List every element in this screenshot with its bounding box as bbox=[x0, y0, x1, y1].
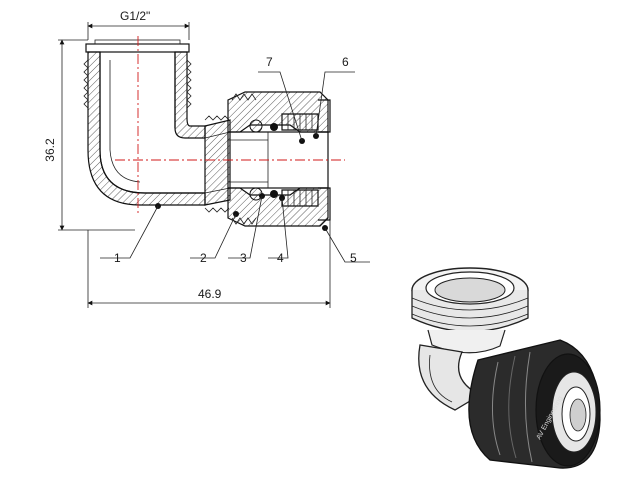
dimension-thread bbox=[87, 22, 190, 40]
dimension-height bbox=[58, 39, 135, 231]
section-view: G1/2" 36.2 46.9 1 2 3 4 5 6 7 bbox=[43, 9, 370, 308]
callout-2: 2 bbox=[200, 251, 207, 265]
horizontal-spigot bbox=[204, 115, 231, 213]
callout-1: 1 bbox=[114, 251, 121, 265]
centerlines bbox=[115, 36, 345, 215]
product-illustration: AV Engineering bbox=[411, 267, 601, 469]
callout-4: 4 bbox=[277, 251, 284, 265]
split-ring bbox=[281, 113, 319, 207]
leader-lines bbox=[100, 71, 370, 263]
callout-7: 7 bbox=[266, 55, 273, 69]
length-dimension-label: 46.9 bbox=[198, 287, 222, 301]
callout-5: 5 bbox=[350, 251, 357, 265]
o-rings bbox=[249, 119, 278, 201]
height-dimension-label: 36.2 bbox=[43, 138, 57, 162]
elbow-body bbox=[83, 39, 206, 206]
thread-label: G1/2" bbox=[120, 9, 150, 23]
callout-6: 6 bbox=[342, 55, 349, 69]
callout-3: 3 bbox=[240, 251, 247, 265]
dimension-length bbox=[87, 220, 331, 308]
end-cap bbox=[318, 99, 331, 221]
